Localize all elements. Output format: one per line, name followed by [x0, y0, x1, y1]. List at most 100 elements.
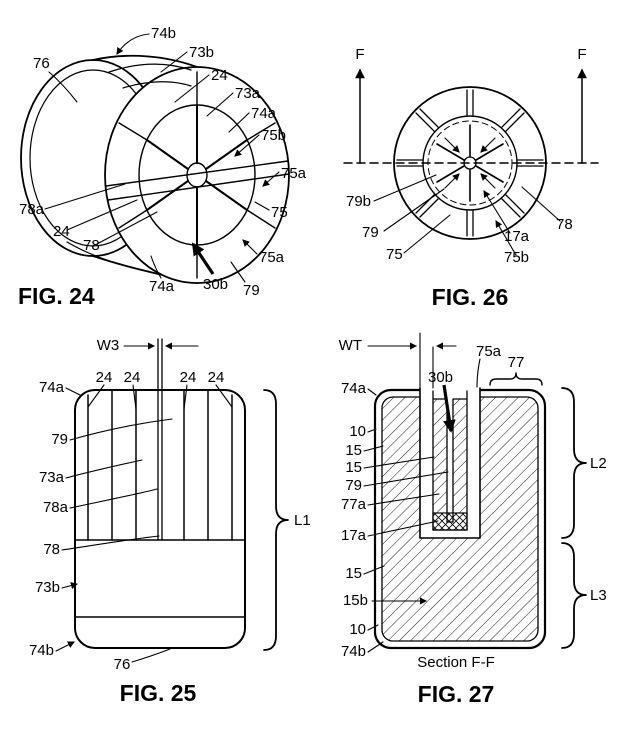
fig24-ref-78: 78 — [83, 237, 100, 254]
fig27-bold-arrow-30b — [442, 384, 456, 433]
figure-24: 76 74b 73b 24 73a 74a 75b 75a 75 78a 24 … — [18, 25, 307, 309]
fig24-leader-74b — [116, 33, 150, 55]
fig24-leader-74a-top — [228, 112, 250, 133]
fig25-body — [74, 389, 246, 649]
fig24-ref-24-top: 24 — [211, 67, 228, 84]
fig24-ref-73a: 73a — [235, 85, 261, 102]
figure-26: F F 79b 79 75 17a 75b 78 FIG. 26 — [343, 46, 599, 310]
fig26-labels: F F 79b 79 75 17a 75b 78 — [346, 46, 587, 266]
fig24-leader-24-left — [66, 199, 138, 231]
fig25-leader-24-3 — [183, 384, 188, 410]
fig24-leader-73a — [206, 92, 234, 117]
fig27-ref-wt: WT — [339, 337, 362, 354]
fig26-leader-79 — [383, 188, 445, 232]
fig26-leader-75b — [495, 220, 517, 256]
fig24-leader-78a — [44, 183, 126, 210]
fig27-leader-15-1 — [363, 445, 384, 452]
fig26-ring-segments — [396, 89, 544, 237]
fig27-leader-79 — [363, 471, 449, 487]
fig25-leader-73b — [61, 582, 79, 590]
fig27-tube-wall-right — [453, 399, 467, 513]
fig27-leader-77a — [367, 493, 440, 506]
fig26-section-line — [343, 68, 599, 164]
figure-27: WT 75a 30b 77 74a 10 15 15 79 77a 17a 15… — [339, 332, 607, 707]
fig26-center-slots — [436, 124, 504, 202]
fig27-leader-10-bottom — [367, 624, 379, 631]
fig27-ref-15-1: 15 — [345, 442, 362, 459]
fig26-inward-arrow-se — [480, 173, 496, 189]
fig27-extension-lines — [419, 332, 434, 389]
fig24-leader-75a-right — [262, 171, 280, 187]
fig24-ref-74b: 74b — [151, 25, 176, 42]
fig24-leader-75b — [234, 134, 260, 157]
fig26-leader-17a — [483, 190, 511, 234]
fig24-leader-79 — [230, 261, 246, 283]
fig25-ref-78a: 78a — [43, 499, 69, 516]
fig27-ref-77: 77 — [508, 354, 525, 371]
fig27-l3-brace — [561, 542, 587, 649]
fig25-ref-l1: L1 — [294, 512, 311, 529]
fig27-cavity-walls — [419, 387, 481, 539]
fig27-leaders — [363, 358, 481, 653]
fig27-ref-l2: L2 — [590, 455, 607, 472]
fig24-ref-74a-bottom: 74a — [149, 278, 175, 295]
fig24-leader-74a-bottom — [150, 255, 162, 279]
fig25-leader-24-1 — [87, 384, 105, 408]
fig24-ref-30b: 30b — [203, 276, 228, 293]
fig24-segment-dividers — [118, 71, 276, 279]
fig25-ref-73b: 73b — [35, 579, 60, 596]
fig27-leader-74b — [367, 641, 384, 653]
fig24-ref-78a: 78a — [19, 201, 45, 218]
fig24-cross-slot — [105, 160, 290, 201]
fig27-leader-15-3 — [363, 565, 385, 575]
fig24-labels: 76 74b 73b 24 73a 74a 75b 75a 75 78a 24 … — [19, 25, 307, 299]
fig27-ref-15b: 15b — [343, 592, 368, 609]
fig27-leader-10-top — [367, 428, 377, 433]
fig26-ref-78: 78 — [556, 216, 573, 233]
fig24-top-silhouette — [92, 54, 198, 68]
fig27-leader-74a — [367, 388, 377, 396]
fig27-ref-10-bottom: 10 — [349, 621, 366, 638]
fig26-ref-79: 79 — [362, 224, 379, 241]
fig24-top-grooves — [108, 63, 192, 89]
fig27-leader-15-2 — [363, 456, 435, 469]
fig26-caption: FIG. 26 — [432, 284, 509, 310]
fig25-labels: W3 24 24 24 24 74a 79 73a 78a 78 73b 74b… — [29, 337, 311, 673]
fig27-77-brace — [489, 372, 543, 386]
fig27-ref-15-2: 15 — [345, 459, 362, 476]
fig24-radial-slots — [146, 104, 248, 246]
fig25-leader-78a — [69, 488, 158, 509]
fig27-l2-brace — [561, 387, 587, 539]
fig27-art — [373, 332, 587, 650]
fig25-leader-73a — [65, 459, 143, 479]
fig27-ref-10-top: 10 — [349, 423, 366, 440]
fig25-leader-74a — [65, 387, 81, 396]
fig26-inward-arrow-ne — [480, 137, 496, 153]
fig27-ref-74a: 74a — [341, 380, 367, 397]
fig24-leader-24-top — [174, 74, 210, 103]
fig24-ref-74a-top: 74a — [251, 105, 277, 122]
fig25-ref-24-4: 24 — [208, 369, 225, 386]
fig25-ref-76: 76 — [114, 656, 131, 673]
fig25-center-slot-pair — [157, 338, 163, 541]
figure-25: W3 24 24 24 24 74a 79 73a 78a 78 73b 74b… — [29, 337, 311, 706]
fig26-leader-78 — [521, 186, 561, 222]
fig24-bold-arrow-30b — [191, 242, 215, 275]
fig26-ref-75b: 75b — [504, 249, 529, 266]
fig25-slot-lines — [87, 390, 233, 541]
fig27-ref-79: 79 — [345, 477, 362, 494]
fig25-ref-74b: 74b — [29, 642, 54, 659]
fig24-ref-79: 79 — [243, 282, 260, 299]
fig27-leader-75a — [476, 358, 481, 388]
fig26-ref-f-right: F — [577, 46, 586, 63]
fig25-ref-w3: W3 — [97, 337, 120, 354]
fig24-ref-75b: 75b — [261, 127, 286, 144]
fig25-art — [74, 338, 246, 649]
fig24-art — [20, 54, 290, 284]
fig25-leader-78 — [61, 535, 160, 551]
fig27-tube-wall-left — [433, 399, 447, 513]
fig27-ref-17a: 17a — [341, 527, 367, 544]
fig24-leaders — [44, 33, 280, 283]
fig25-ref-74a: 74a — [39, 379, 65, 396]
